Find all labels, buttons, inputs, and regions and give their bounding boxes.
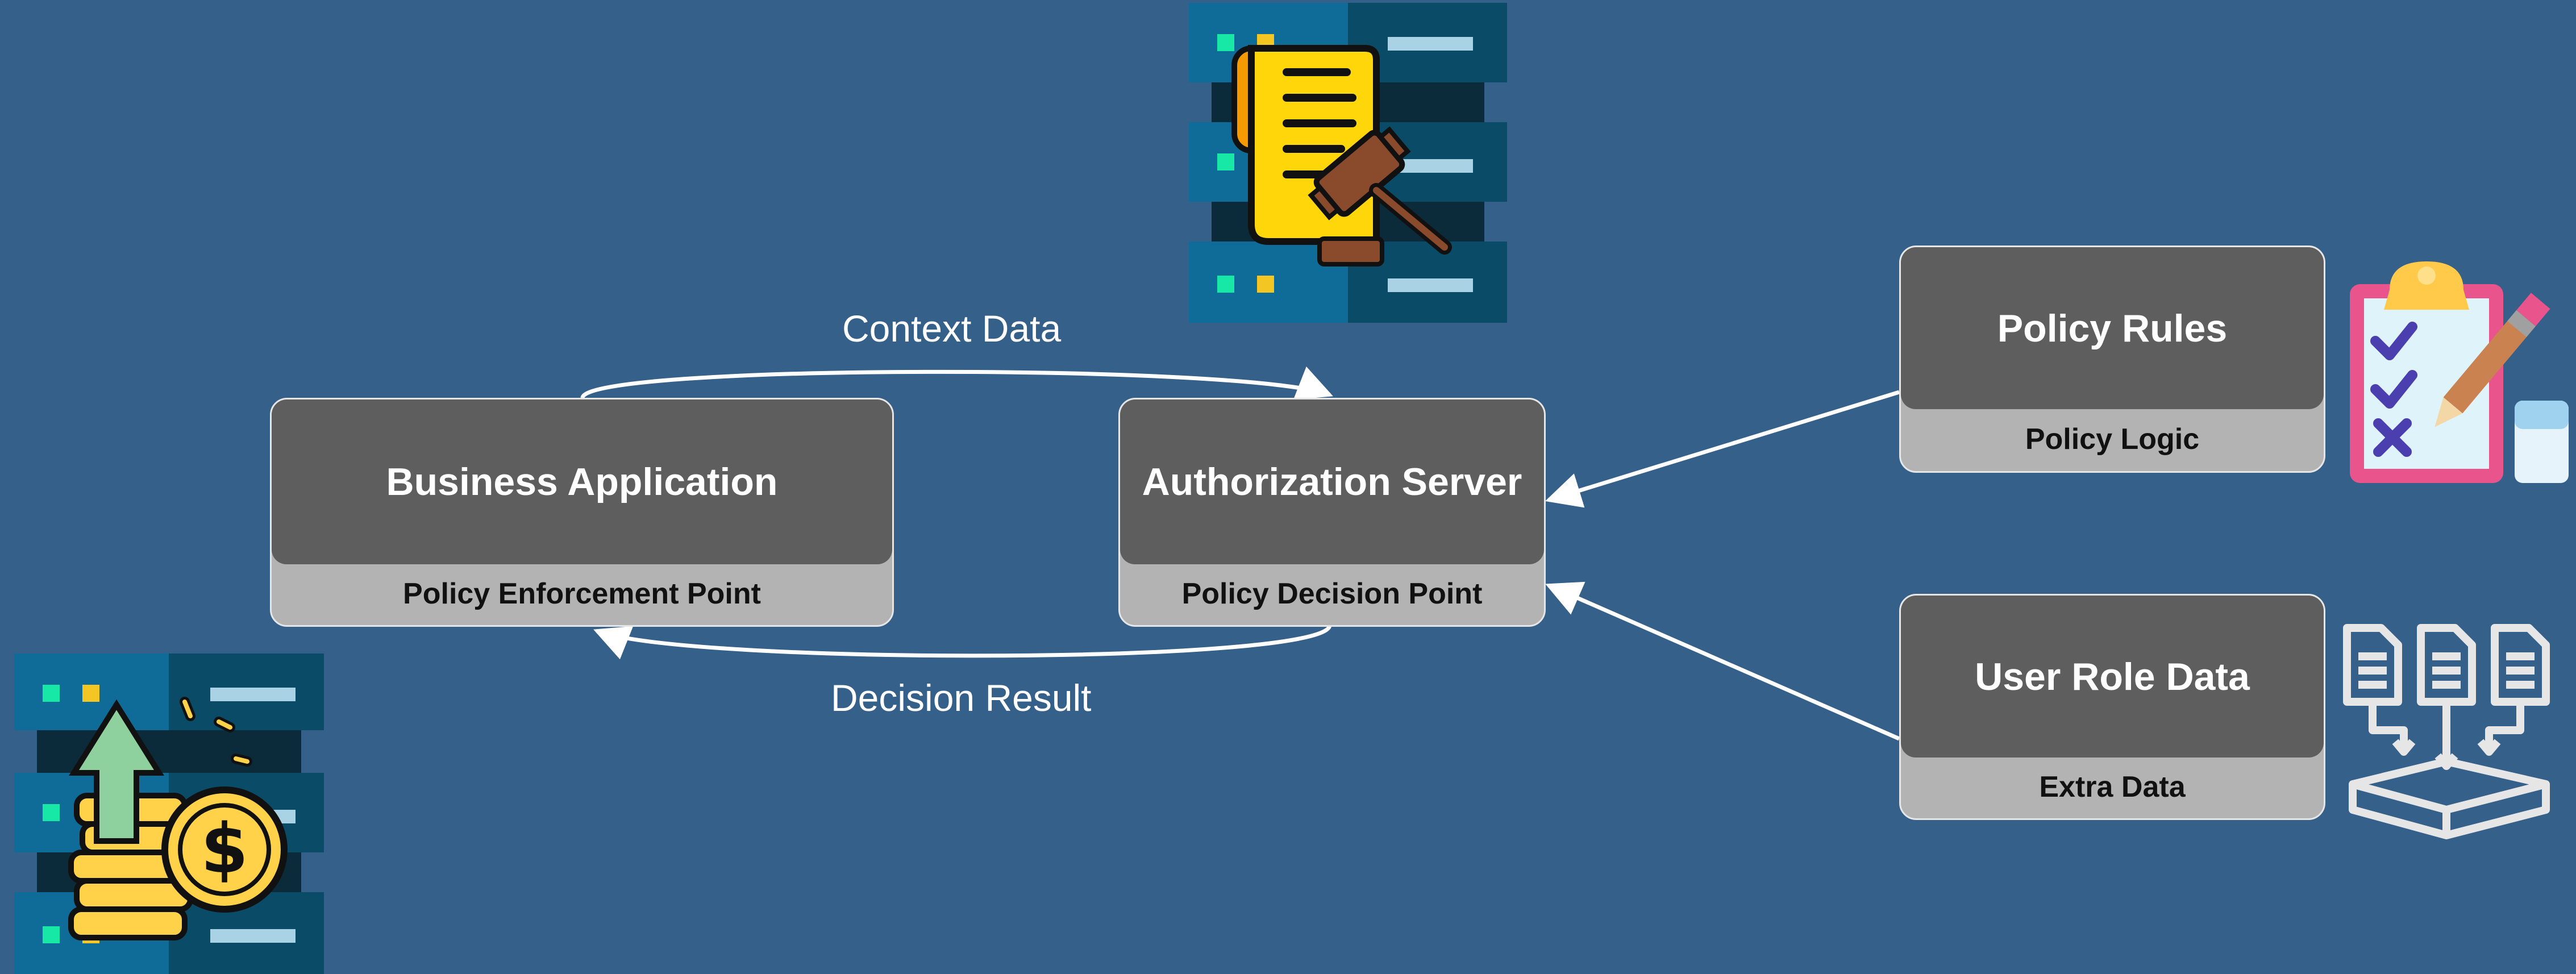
- decision-result-arrow: [593, 624, 1332, 660]
- business-application-node: Business Application Policy Enforcement …: [270, 398, 894, 627]
- gavel-document-server-icon: [1189, 3, 1507, 323]
- money-growth-server-icon: $: [14, 654, 324, 974]
- authorization-server-title: Authorization Server: [1120, 399, 1544, 564]
- policy-rules-node: Policy Rules Policy Logic: [1899, 245, 2325, 473]
- policy-rules-subtitle: Policy Logic: [2025, 423, 2200, 456]
- user-role-data-node: User Role Data Extra Data: [1899, 594, 2325, 820]
- authorization-server-subtitle: Policy Decision Point: [1181, 577, 1483, 610]
- business-application-subtitle: Policy Enforcement Point: [403, 577, 761, 610]
- policy-rules-arrow: [1545, 390, 1900, 508]
- context-data-label: Context Data: [842, 307, 1062, 349]
- svg-text:$: $: [201, 810, 248, 889]
- decision-result-label: Decision Result: [831, 677, 1092, 719]
- user-role-data-subtitle: Extra Data: [2039, 771, 2186, 804]
- authorization-server-node: Authorization Server Policy Decision Poi…: [1118, 398, 1546, 627]
- context-data-arrow: [580, 367, 1333, 400]
- business-application-title: Business Application: [272, 399, 892, 564]
- policy-rules-title: Policy Rules: [1901, 247, 2324, 409]
- user-role-arrow: [1545, 581, 1900, 741]
- documents-to-inbox-icon: [2343, 624, 2550, 839]
- user-role-data-title: User Role Data: [1901, 596, 2324, 757]
- checklist-pencil-icon: [2350, 261, 2569, 483]
